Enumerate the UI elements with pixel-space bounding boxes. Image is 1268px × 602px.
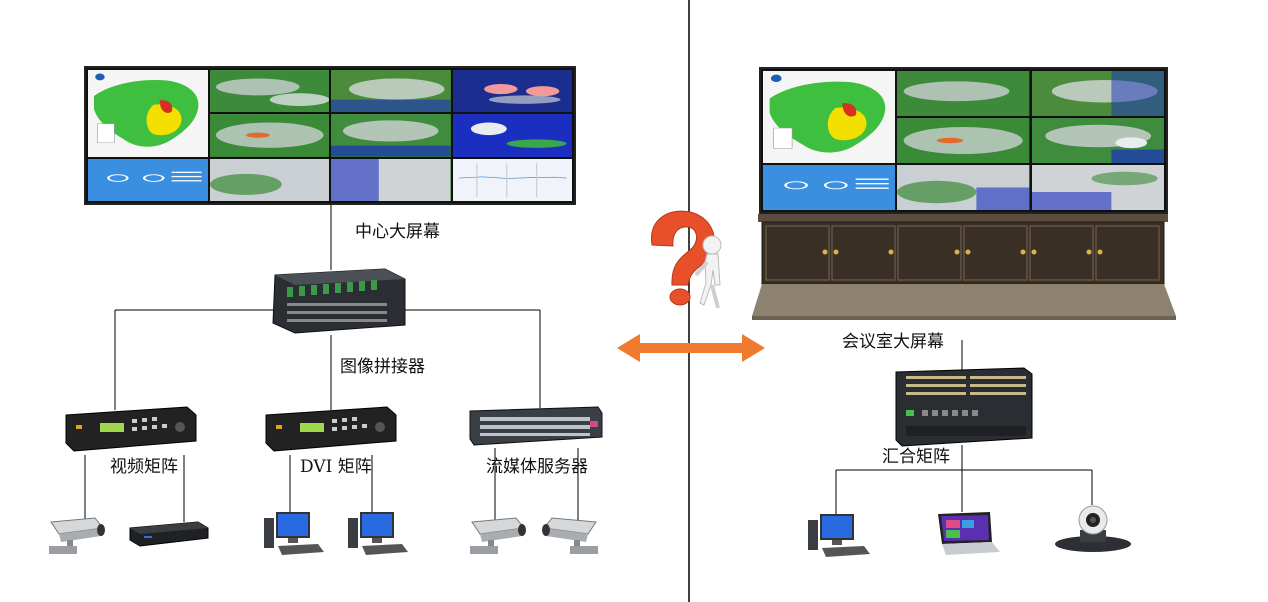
desktop-pc-icon xyxy=(806,512,872,558)
conference-camera-icon xyxy=(1052,500,1134,554)
center-screen-label: 中心大屏幕 xyxy=(355,222,440,242)
satellite-cloud-panel-2 xyxy=(331,70,451,113)
satellite-cloud-panel-3 xyxy=(897,118,1030,163)
tv-cabinet xyxy=(750,212,1176,320)
hub-matrix-label: 汇合矩阵 xyxy=(882,447,950,467)
cctv-camera-icon xyxy=(45,514,107,556)
satellite-cloud-panel-1 xyxy=(209,70,329,113)
ocean-panel xyxy=(452,114,572,157)
weather-info-panel xyxy=(763,165,896,210)
image-splicer-label: 图像拼接器 xyxy=(340,357,425,377)
satellite-cloud-panel-4 xyxy=(1031,118,1164,163)
streaming-server-label: 流媒体服务器 xyxy=(486,457,588,477)
typhoon-panel xyxy=(452,70,572,113)
satellite-cloud-panel-6 xyxy=(331,158,451,201)
satellite-cloud-panel-3 xyxy=(209,114,329,157)
cctv-camera-icon xyxy=(466,514,528,556)
double-arrow-icon xyxy=(617,334,765,362)
satellite-cloud-panel-1 xyxy=(897,71,1030,116)
cctv-camera-icon xyxy=(540,514,602,556)
satellite-cloud-panel-5 xyxy=(897,165,1030,210)
video-matrix-label: 视频矩阵 xyxy=(110,457,178,477)
meeting-screen-label: 会议室大屏幕 xyxy=(842,332,944,352)
satellite-cloud-panel-5 xyxy=(209,158,329,201)
video-matrix-device xyxy=(62,405,198,457)
dvr-box-icon xyxy=(128,520,210,548)
laptop-icon xyxy=(934,510,1002,556)
center-video-wall xyxy=(84,66,576,205)
image-splicer-device xyxy=(265,265,411,335)
desktop-pc-icon xyxy=(346,510,410,556)
satellite-cloud-panel-2 xyxy=(1031,71,1164,116)
china-map-panel xyxy=(88,70,208,157)
hub-matrix-device xyxy=(892,366,1034,448)
streaming-server-device xyxy=(466,405,604,450)
question-mark-figure-icon xyxy=(651,210,722,309)
dvi-matrix-device xyxy=(262,405,398,457)
forecast-chart-panel xyxy=(452,158,572,201)
satellite-cloud-panel-6 xyxy=(1031,165,1164,210)
weather-info-panel xyxy=(88,158,208,201)
china-map-panel xyxy=(763,71,896,163)
desktop-pc-icon xyxy=(262,510,326,556)
meeting-video-wall xyxy=(759,67,1168,214)
dvi-matrix-label: DVI 矩阵 xyxy=(300,457,372,477)
satellite-cloud-panel-4 xyxy=(331,114,451,157)
